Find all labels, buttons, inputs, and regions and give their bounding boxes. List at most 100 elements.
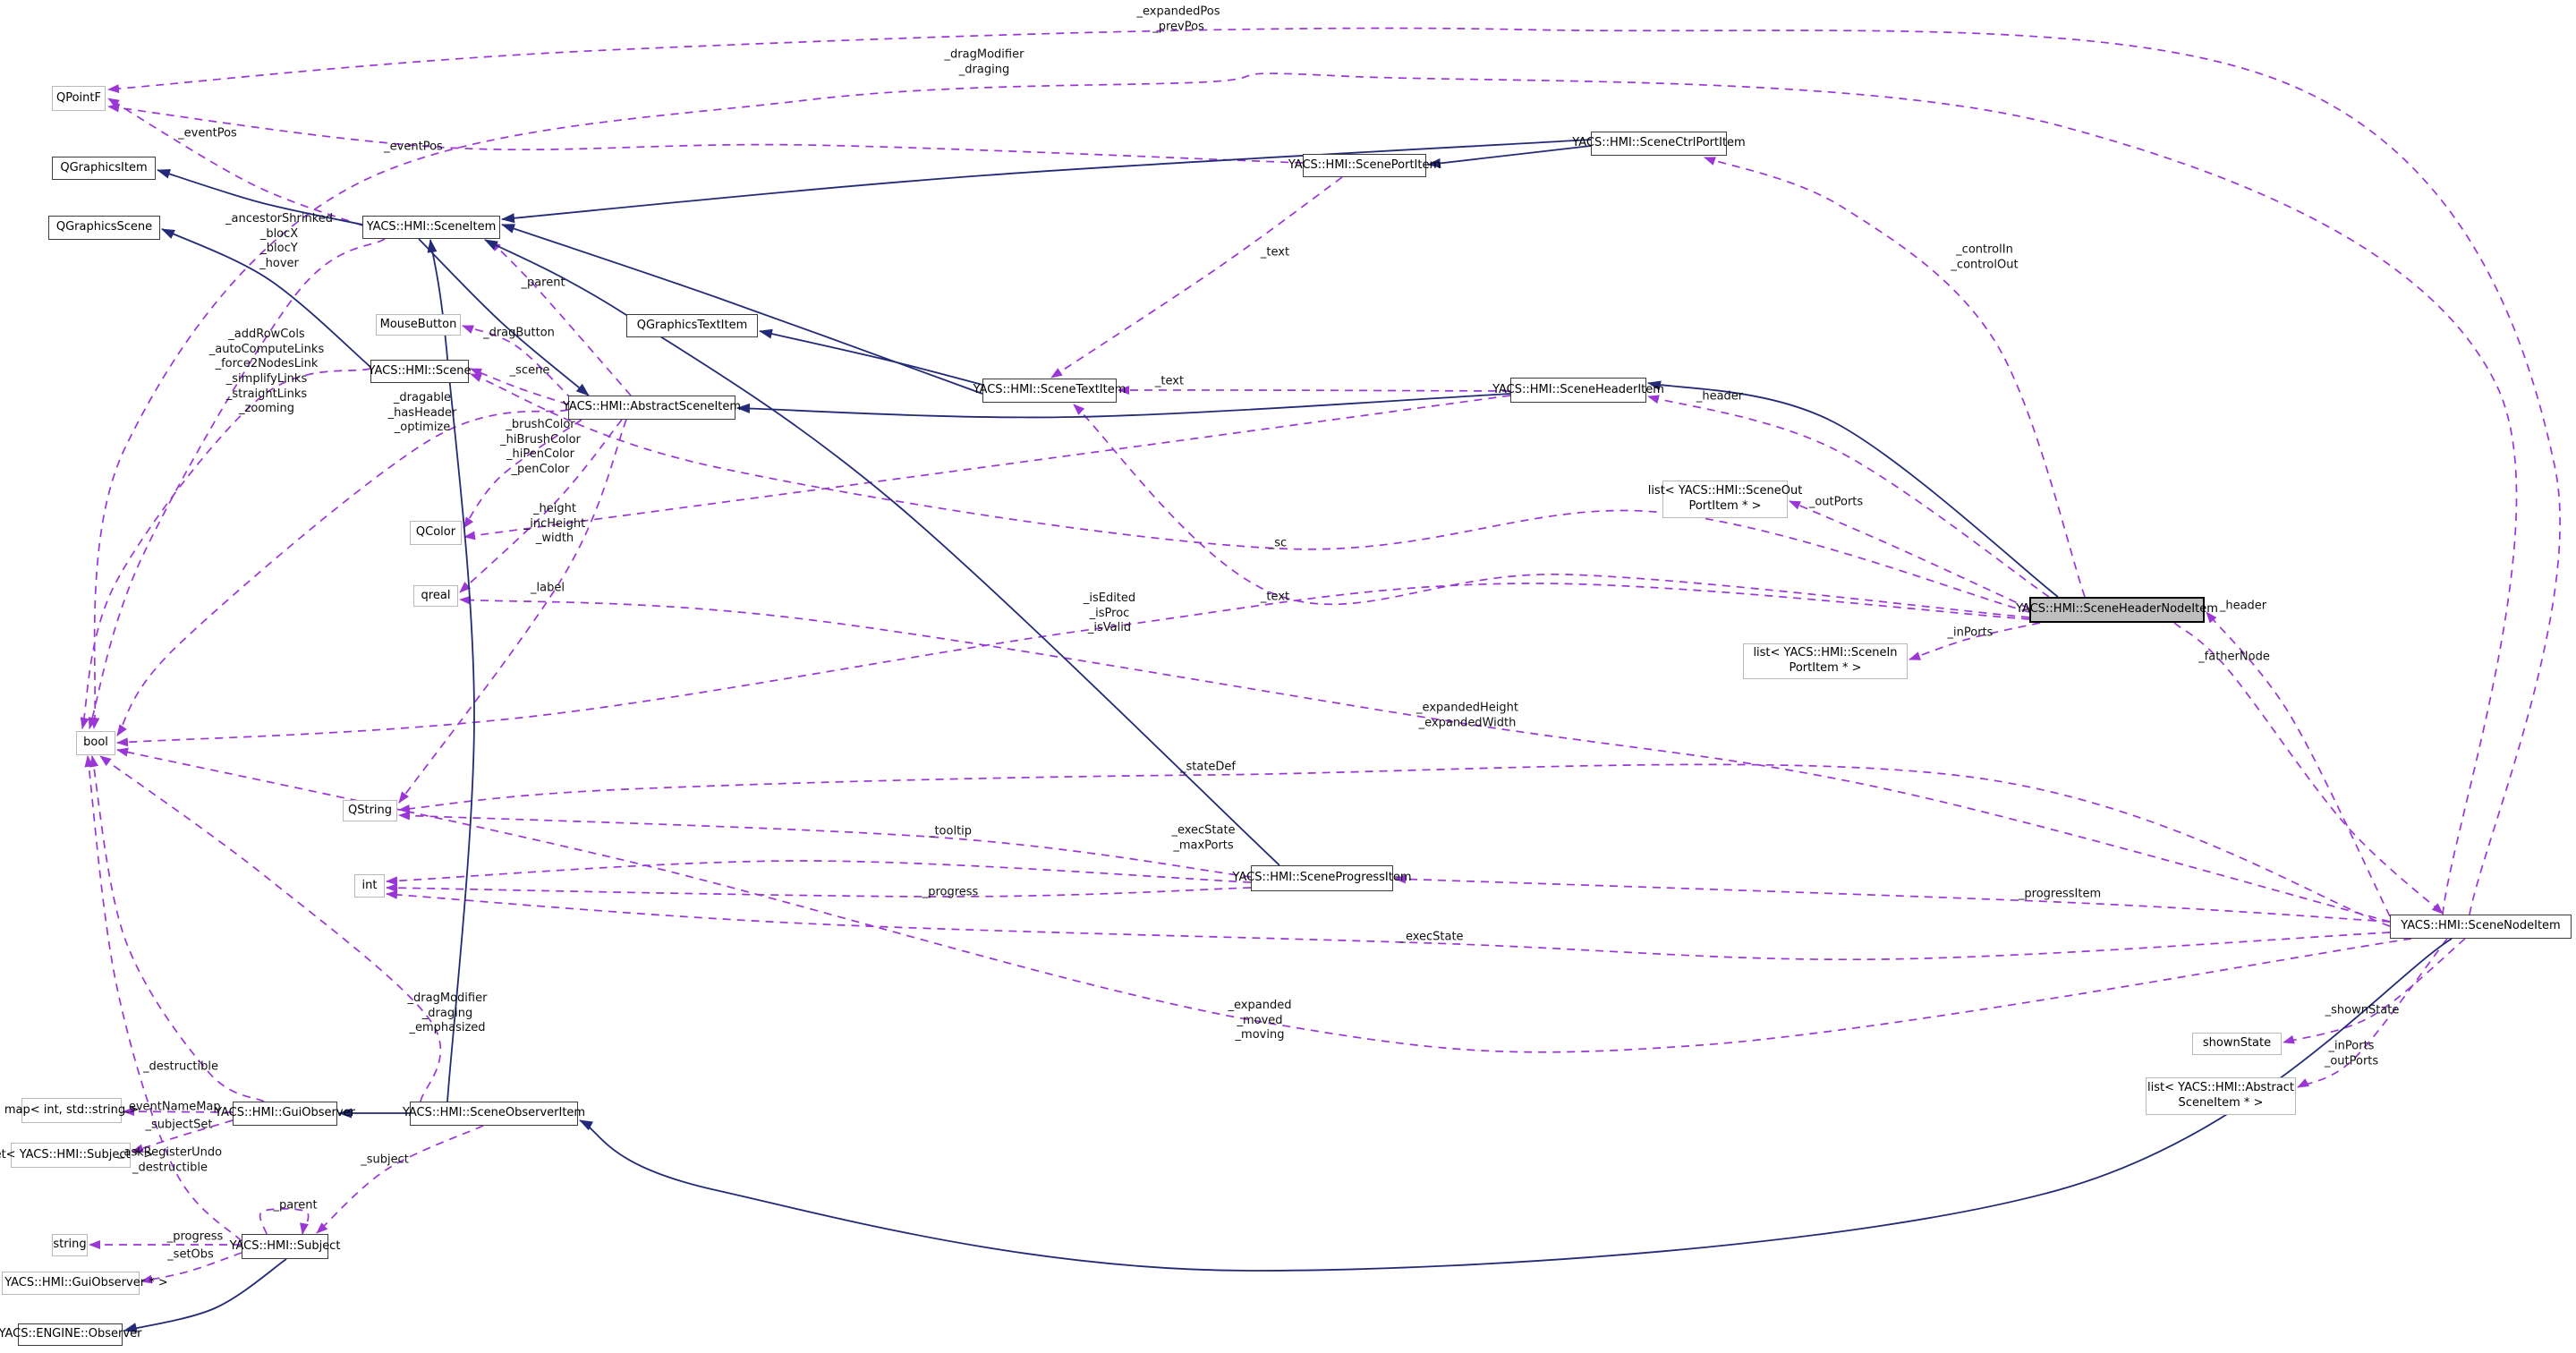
uses-edge-sceneheadernodeitem-to-scene xyxy=(470,373,2030,613)
inherit-edge-sceneitem-to-abstractsceneitem xyxy=(418,238,590,396)
class-box-scenetextitem[interactable]: YACS::HMI::SceneTextItem xyxy=(973,379,1126,403)
class-box-engineobserver[interactable]: YACS::ENGINE::Observer xyxy=(0,1323,141,1346)
edge-label-sceneitem-qpointf: _eventPos xyxy=(178,126,237,140)
inherit-edge-scenectrlportitem-to-sceneportitem xyxy=(1427,145,1592,168)
inherit-edge-scenectrlportitem-to-sceneitem xyxy=(501,139,1592,224)
class-box-list_abstract: list< YACS::HMI::Abstract SceneItem * > xyxy=(2146,1077,2296,1115)
edge-label-subject-subject: _parent xyxy=(273,1198,318,1213)
edge-label-sceneprogressitem-int: _execState _maxPorts xyxy=(1171,823,1236,852)
uses-edge-guiobserver-to-map_int_string xyxy=(123,1107,234,1117)
class-box-scene[interactable]: YACS::HMI::Scene xyxy=(369,360,471,383)
class-box-scenenodeitem[interactable]: YACS::HMI::SceneNodeItem xyxy=(2390,915,2572,939)
class-box-qcolor: QColor xyxy=(410,521,462,545)
edge-label-sceneportitem-qpointf: _eventPos xyxy=(384,140,443,154)
class-box-set_subject: set< YACS::HMI::Subject * > xyxy=(0,1143,153,1168)
uses-edge-scenenodeitem-to-qstring xyxy=(398,763,2391,927)
uses-edge-scenenodeitem-to-bool xyxy=(116,747,2412,1053)
edge-label-abstractsceneitem-sceneitem: _parent xyxy=(521,276,565,290)
inherit-edge-subject-to-engineobserver xyxy=(123,1258,287,1332)
edge-label-sceneheaderitem-scenetextitem: _text xyxy=(1154,374,1185,388)
inherit-edge-scene-to-qgraphicsscene xyxy=(161,228,371,368)
edge-label-subject-bool: _askRegisterUndo _destructible xyxy=(117,1145,223,1174)
class-box-string: string xyxy=(52,1234,88,1256)
class-box-qgraphicsscene[interactable]: QGraphicsScene xyxy=(48,216,160,240)
edge-label-abstractsceneitem-qcolor: _brushColor _hiBrushColor _hiPenColor _p… xyxy=(500,417,581,476)
edge-label-sceneprogressitem-qstring: _tooltip xyxy=(928,824,973,838)
uses-edge-scenenodeitem-to-sceneprogressitem xyxy=(1394,874,2391,923)
edge-label-sceneprogressitem-int: _progress xyxy=(922,885,979,899)
uses-edge-scene-to-bool xyxy=(80,368,371,729)
inherit-edge-scenetextitem-to-sceneitem xyxy=(501,224,983,395)
edge-label-abstractsceneitem-qstring: _label xyxy=(531,581,565,595)
uses-edge-sceneitem-to-qpointf xyxy=(107,98,363,226)
uses-edge-sceneheadernodeitem-to-bool xyxy=(116,583,2030,747)
inherit-edge-sceneobserveritem-to-sceneitem xyxy=(427,239,475,1102)
class-box-sceneitem[interactable]: YACS::HMI::SceneItem xyxy=(362,216,500,239)
class-box-map_int_string: map< int, std::string > xyxy=(4,1098,139,1123)
class-box-int: int xyxy=(354,874,385,898)
edge-label-scenenodeitem-list_abstract: _inPorts _outPorts xyxy=(2324,1039,2379,1068)
class-box-qgraphicsitem[interactable]: QGraphicsItem xyxy=(52,157,156,180)
edge-label-guiobserver-set_subject: _subjectSet xyxy=(145,1118,213,1132)
edge-label-abstractsceneitem-qreal: _height _incHeight _width xyxy=(523,502,586,546)
uses-edge-sceneheadernodeitem-to-list_in xyxy=(1909,622,2041,660)
uses-edge-subject-to-subject xyxy=(259,1208,310,1235)
uses-edge-subject-to-bool xyxy=(84,755,242,1242)
edge-label-scenenodeitem-bool: _dragModifier _draging xyxy=(944,47,1024,76)
uses-edge-sceneheadernodeitem-to-list_out xyxy=(1789,500,2030,609)
class-box-sceneobserveritem[interactable]: YACS::HMI::SceneObserverItem xyxy=(403,1102,585,1126)
edge-label-scenenodeitem-qstring: _stateDef xyxy=(1179,760,1237,774)
uses-edge-guiobserver-to-bool xyxy=(89,755,265,1102)
class-box-sceneprogressitem[interactable]: YACS::HMI::SceneProgressItem xyxy=(1233,865,1412,891)
class-box-qgraphicstextitem[interactable]: QGraphicsTextItem xyxy=(626,314,758,337)
class-box-list_in: list< YACS::HMI::SceneIn PortItem * > xyxy=(1743,643,1908,679)
class-box-set_guiobserver: set< YACS::HMI::GuiObserver * > xyxy=(0,1272,168,1295)
class-box-scenectrlportitem[interactable]: YACS::HMI::SceneCtrlPortItem xyxy=(1572,132,1746,156)
inherit-edge-scenetextitem-to-qgraphicstextitem xyxy=(759,328,983,386)
uses-edge-sceneportitem-to-qpointf xyxy=(107,103,1304,164)
class-box-qstring: QString xyxy=(343,800,397,821)
class-box-bool: bool xyxy=(76,731,115,755)
edge-label-scenenodeitem-qreal: _expandedHeight _expandedWidth xyxy=(1416,701,1518,729)
uses-edge-abstractsceneitem-to-mousebutton xyxy=(462,325,574,401)
uses-edge-sceneheaderitem-to-scenetextitem xyxy=(1118,385,1511,395)
uses-edge-scenenodeitem-to-qreal xyxy=(459,595,2391,923)
uses-edge-abstractsceneitem-to-qcolor xyxy=(463,419,582,529)
uses-edge-sceneheadernodeitem-to-sceneheaderitem xyxy=(1647,395,2050,598)
edge-label-sceneobserveritem-bool: _dragModifier _draging _emphasized xyxy=(407,991,488,1035)
uses-edge-scenenodeitem-to-bool xyxy=(90,72,2518,915)
class-box-subject[interactable]: YACS::HMI::Subject xyxy=(230,1234,340,1259)
uses-edge-sceneheaderitem-to-qcolor xyxy=(463,395,1511,540)
uses-edge-scenenodeitem-to-qpointf xyxy=(107,27,2561,915)
edge-label-guiobserver-map_int_string: _eventNameMap xyxy=(123,1100,221,1114)
uses-edge-scenenodeitem-to-sceneheadernodeitem xyxy=(2206,611,2391,917)
class-box-qreal: qreal xyxy=(413,585,458,607)
uses-edge-scenenodeitem-to-int xyxy=(386,889,2391,961)
class-box-sceneheadernodeitem[interactable]: YACS::HMI::SceneHeaderNodeItem xyxy=(2016,597,2218,623)
edge-label-scenenodeitem-shownstate: _shownState xyxy=(2325,1003,2400,1017)
class-box-sceneheaderitem[interactable]: YACS::HMI::SceneHeaderItem xyxy=(1492,378,1664,403)
class-box-abstractsceneitem[interactable]: YACS::HMI::AbstractSceneItem xyxy=(563,396,741,420)
inherit-edge-sceneheadernodeitem-to-sceneheaderitem xyxy=(1647,380,2059,598)
uses-edge-sceneitem-to-bool xyxy=(88,238,386,729)
edge-label-scenenodeitem-bool: _expanded _moved _moving xyxy=(1228,999,1292,1042)
edge-label-guiobserver-bool: _destructible xyxy=(143,1059,218,1074)
edge-label-sceneheadernodeitem-scenenodeitem: _fatherNode xyxy=(2198,650,2270,664)
class-box-list_out: list< YACS::HMI::SceneOut PortItem * > xyxy=(1648,481,1802,518)
edge-label-sceneportitem-scenetextitem: _text xyxy=(1260,245,1290,260)
class-box-guiobserver[interactable]: YACS::HMI::GuiObserver xyxy=(215,1102,355,1126)
class-box-qpointf: QPointF xyxy=(52,86,106,111)
edge-label-scenenodeitem-sceneheadernodeitem: _header xyxy=(2219,599,2267,613)
uses-edge-sceneheadernodeitem-to-scenenodeitem xyxy=(2173,622,2444,915)
uses-edge-sceneobserveritem-to-bool xyxy=(99,755,442,1102)
edge-label-sceneheadernodeitem-list_out: _outPorts xyxy=(1808,495,1864,509)
edge-label-subject-set_guiobserver: _setObs xyxy=(167,1247,214,1262)
class-box-sceneportitem[interactable]: YACS::HMI::ScenePortItem xyxy=(1288,154,1441,177)
edge-label-sceneheadernodeitem-scene: _sc xyxy=(1268,536,1288,550)
uses-edge-scenenodeitem-to-list_abstract xyxy=(2297,938,2448,1088)
uses-edge-sceneheadernodeitem-to-scenetextitem xyxy=(1073,404,2030,618)
uses-edge-sceneprogressitem-to-qstring xyxy=(398,811,1252,878)
uses-edge-abstractsceneitem-to-qreal xyxy=(459,419,623,593)
